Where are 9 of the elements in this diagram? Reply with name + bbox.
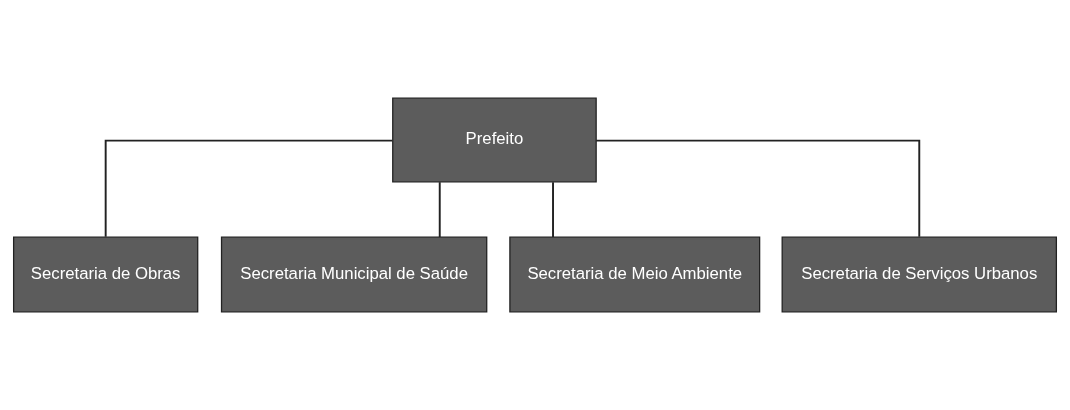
node-box: Prefeito xyxy=(392,97,597,183)
node-box: Secretaria de Serviços Urbanos xyxy=(781,236,1058,313)
connector xyxy=(438,181,441,238)
connector xyxy=(595,139,921,238)
node-box: Secretaria Municipal de Saúde xyxy=(220,236,488,313)
connector xyxy=(104,139,394,238)
node-box: Secretaria de Obras xyxy=(12,236,199,313)
node-box: Secretaria de Meio Ambiente xyxy=(509,236,761,313)
connector xyxy=(552,181,554,238)
